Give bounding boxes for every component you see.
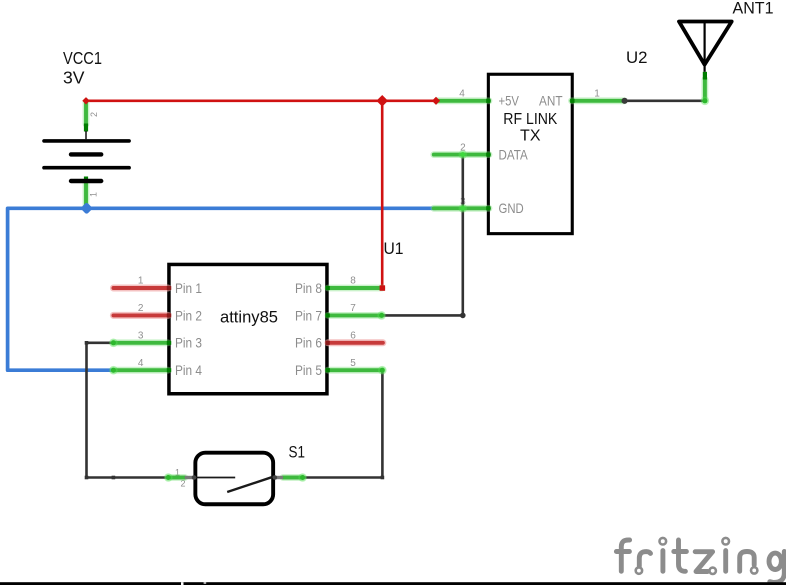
svg-text:Pin 1: Pin 1 [175,280,202,296]
svg-text:4: 4 [459,89,465,100]
svg-text:4: 4 [138,358,144,369]
svg-text:3V: 3V [63,68,85,88]
svg-text:attiny85: attiny85 [220,307,278,326]
svg-text:2: 2 [89,112,99,117]
svg-text:Pin 5: Pin 5 [295,362,322,378]
svg-text:6: 6 [350,330,356,341]
svg-text:1: 1 [594,89,600,100]
svg-text:+5V: +5V [499,93,520,109]
svg-text:5: 5 [350,358,356,369]
svg-text:2: 2 [138,303,144,314]
svg-text:Pin 8: Pin 8 [295,280,322,296]
svg-text:VCC1: VCC1 [63,48,102,68]
svg-text:2: 2 [181,478,186,488]
svg-text:Pin 7: Pin 7 [295,307,322,323]
svg-text:7: 7 [350,303,356,314]
svg-text:Pin 6: Pin 6 [295,335,322,351]
svg-text:ANT: ANT [539,93,563,109]
svg-text:TX: TX [520,128,541,145]
svg-text:Pin 4: Pin 4 [175,362,202,378]
svg-text:3: 3 [138,330,144,341]
svg-text:1: 1 [175,468,180,478]
svg-text:1: 1 [88,192,98,197]
svg-text:RF LINK: RF LINK [503,111,557,128]
svg-text:U1: U1 [384,239,404,258]
svg-text:Pin 2: Pin 2 [175,307,202,323]
svg-text:2: 2 [460,143,466,154]
svg-text:S1: S1 [289,443,306,462]
svg-text:Pin 3: Pin 3 [175,335,202,351]
svg-text:U2: U2 [626,48,648,67]
svg-text:DATA: DATA [499,147,529,163]
svg-text:1: 1 [138,276,144,287]
svg-text:GND: GND [499,200,524,216]
svg-text:8: 8 [350,276,356,287]
svg-text:ANT1: ANT1 [733,0,774,18]
